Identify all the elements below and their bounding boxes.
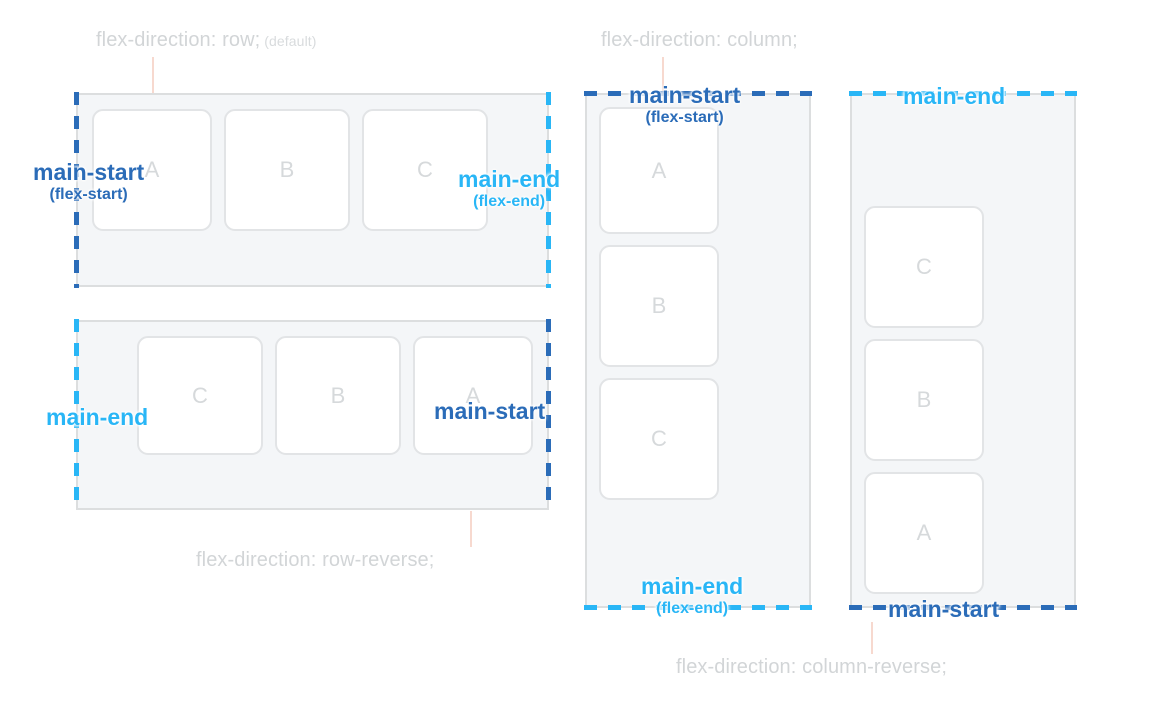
flex-item: C: [137, 336, 263, 455]
flex-item: B: [864, 339, 984, 461]
flex-container-column: A B C: [585, 93, 811, 608]
caption-row-reverse-text: flex-direction: row-reverse;: [196, 549, 435, 571]
flex-item: B: [224, 109, 350, 231]
main-start-label-column-reverse: main-start: [888, 596, 1000, 623]
main-end-edge-column-reverse: [849, 91, 1077, 96]
main-end-label-row-reverse: main-end: [46, 404, 149, 431]
main-end-label-column: main-end (flex-end): [641, 573, 744, 618]
flex-container-row-reverse: A B C: [76, 320, 549, 510]
caption-column-text: flex-direction: column;: [601, 29, 798, 51]
main-start-label-row: main-start (flex-start): [33, 159, 145, 204]
main-end-edge-row-reverse: [74, 319, 79, 511]
main-start-edge-column-reverse: [849, 605, 1077, 610]
flex-start-text: (flex-start): [645, 108, 724, 126]
flex-end-text: (flex-end): [473, 192, 546, 210]
flex-item: A: [599, 107, 719, 234]
main-start-text: main-start: [33, 159, 145, 185]
leader-line-row: [152, 57, 154, 94]
flex-item: A: [864, 472, 984, 594]
main-end-label-column-reverse: main-end: [903, 83, 1006, 110]
caption-column-reverse-text: flex-direction: column-reverse;: [676, 656, 947, 678]
caption-row: flex-direction: row; (default): [96, 29, 317, 52]
main-start-label-column: main-start (flex-start): [629, 82, 741, 127]
main-end-text: main-end: [903, 83, 1006, 109]
flex-item: B: [599, 245, 719, 367]
main-end-text: main-end: [46, 404, 149, 430]
main-end-edge-row: [546, 92, 551, 288]
flex-item: C: [864, 206, 984, 328]
flex-end-text: (flex-end): [656, 599, 729, 617]
main-start-text: main-start: [888, 596, 1000, 622]
caption-column-reverse: flex-direction: column-reverse;: [676, 656, 947, 679]
caption-row-text: flex-direction: row;: [96, 29, 261, 51]
main-end-text: main-end: [458, 166, 561, 192]
main-start-edge-row-reverse: [546, 319, 551, 511]
main-start-text: main-start: [629, 82, 741, 108]
main-start-edge-row: [74, 92, 79, 288]
main-end-edge-column: [584, 605, 812, 610]
flex-start-text: (flex-start): [49, 185, 128, 203]
caption-row-suffix: (default): [260, 33, 317, 49]
main-end-label-row: main-end (flex-end): [458, 166, 561, 211]
leader-line-column: [662, 57, 664, 94]
caption-column: flex-direction: column;: [601, 29, 798, 52]
leader-line-column-reverse: [871, 622, 873, 654]
main-start-edge-column: [584, 91, 812, 96]
main-start-text: main-start: [434, 398, 546, 424]
flex-item: C: [599, 378, 719, 500]
flex-container-row: A B C: [76, 93, 549, 287]
main-end-text: main-end: [641, 573, 744, 599]
main-start-label-row-reverse: main-start: [434, 398, 546, 425]
flex-item: B: [275, 336, 401, 455]
leader-line-row-reverse: [470, 511, 472, 547]
flex-container-column-reverse: A B C: [850, 93, 1076, 608]
caption-row-reverse: flex-direction: row-reverse;: [196, 549, 434, 572]
flex-item: A: [413, 336, 533, 455]
flex-item: A: [92, 109, 212, 231]
flex-item: C: [362, 109, 488, 231]
